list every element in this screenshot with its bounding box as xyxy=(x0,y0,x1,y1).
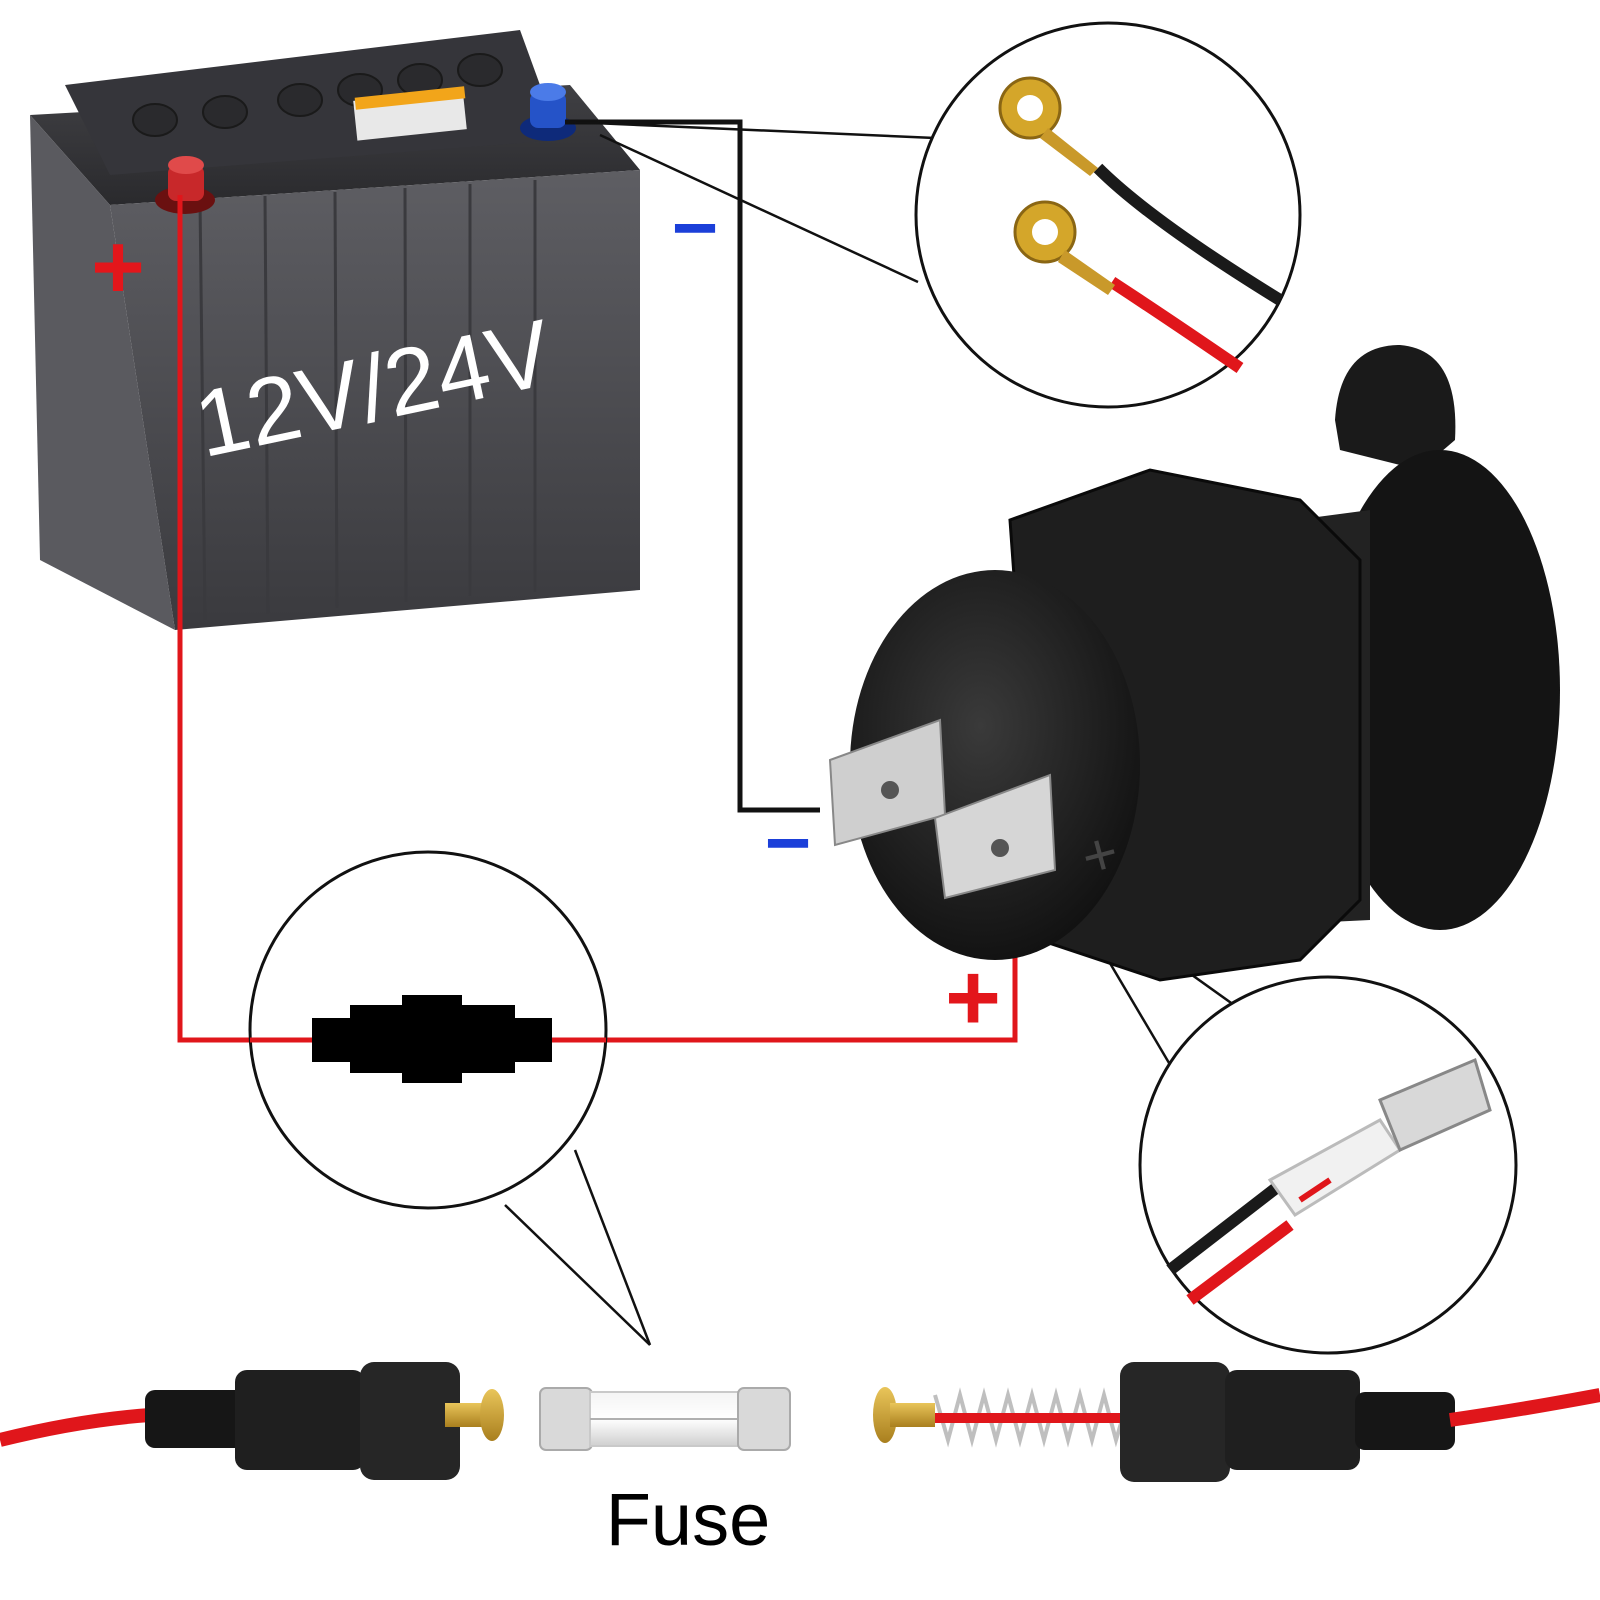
wire-right xyxy=(1449,1388,1600,1427)
spade-connector-icon xyxy=(1267,1057,1492,1218)
spade-terminal-negative xyxy=(828,718,947,847)
ring-terminal-callout xyxy=(914,21,1302,409)
wire-left xyxy=(0,1408,151,1447)
holder-right-head xyxy=(1120,1362,1230,1482)
holder-left-head xyxy=(360,1362,460,1480)
socket-face xyxy=(850,570,1140,960)
fuse-callout xyxy=(248,850,608,1210)
fuse-holder-icon xyxy=(0,1362,504,1480)
ring-terminal-icon xyxy=(1013,200,1115,295)
holder-right-body xyxy=(1225,1370,1360,1470)
battery-ribs xyxy=(198,180,537,621)
spring-screw-left xyxy=(445,1389,504,1441)
fuse-holder-icon xyxy=(873,1362,1600,1482)
socket-flange xyxy=(1320,450,1560,930)
glass-fuse-icon xyxy=(539,1387,791,1451)
socket-icon: + xyxy=(828,345,1560,982)
fuse-end-cap-left xyxy=(539,1387,593,1451)
black-wire xyxy=(1166,1180,1284,1275)
battery-plus-mark: + xyxy=(91,216,145,318)
negative-terminal xyxy=(520,83,576,141)
fuse-end-cap-right xyxy=(737,1387,791,1451)
positive-mark-socket: + xyxy=(945,944,1001,1051)
battery-vent-caps xyxy=(132,53,503,137)
spring-screw-right xyxy=(873,1387,935,1443)
socket-cap xyxy=(1335,345,1456,470)
battery-front xyxy=(110,170,640,630)
red-wire xyxy=(1186,1220,1294,1305)
spade-connector-callout xyxy=(1138,975,1518,1355)
holder-left-body xyxy=(235,1370,365,1470)
black-wire xyxy=(1093,163,1284,306)
holder-left-cap xyxy=(145,1390,245,1448)
ring-terminal-icon xyxy=(998,76,1098,176)
fuse-caption: Fuse xyxy=(606,1478,771,1561)
negative-wire xyxy=(565,119,820,813)
positive-terminal xyxy=(155,156,215,214)
negative-mark-socket: − xyxy=(765,798,812,887)
holder-right-cap xyxy=(1355,1392,1455,1450)
spade-terminal-positive xyxy=(933,773,1057,900)
battery-label-strip xyxy=(354,86,466,110)
battery-side xyxy=(30,115,175,630)
red-wire xyxy=(1108,276,1244,373)
battery: 12V/24V + xyxy=(30,30,640,630)
spring-coil xyxy=(933,1387,1130,1448)
negative-mark-top: − xyxy=(672,183,719,272)
